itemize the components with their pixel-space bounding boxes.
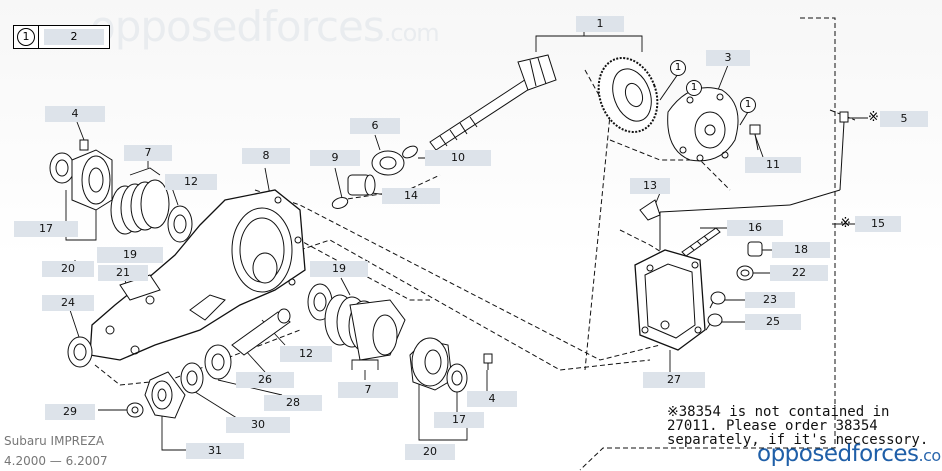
part-callout-10[interactable]: 10 — [425, 150, 491, 166]
differential-case — [667, 87, 739, 162]
part-callout-27[interactable]: 27 — [643, 372, 705, 388]
part-callout-26[interactable]: 26 — [236, 372, 294, 388]
part-callout-3[interactable]: 3 — [706, 50, 750, 66]
vehicle-years: 4.2000 — 6.2007 — [4, 454, 108, 468]
spacer-26 — [231, 308, 291, 356]
asterisk-mark: ※ — [840, 216, 851, 231]
asterisk-mark: ※ — [868, 110, 879, 125]
part-callout-7[interactable]: 7 — [338, 382, 398, 398]
part-callout-12[interactable]: 12 — [280, 346, 332, 362]
legend-box: 1 2 — [13, 25, 110, 49]
shims-left — [110, 179, 170, 235]
legend-divider — [38, 26, 39, 48]
watermark-bottom: opposedforces.com — [757, 441, 942, 467]
part-callout-19[interactable]: 19 — [97, 247, 163, 263]
bolt-25 — [705, 313, 723, 331]
part-callout-14[interactable]: 14 — [382, 188, 440, 204]
part-callout-21[interactable]: 21 — [98, 265, 148, 281]
breather-16 — [681, 227, 721, 257]
shims-right — [324, 294, 406, 361]
part-callout-12[interactable]: 12 — [165, 174, 217, 190]
bearing-14 — [347, 174, 376, 196]
part-callout-4[interactable]: 4 — [467, 391, 517, 407]
bearing-30 — [180, 362, 204, 394]
part-callout-22[interactable]: 22 — [770, 265, 828, 281]
side-retainer-left — [49, 139, 113, 211]
flange-31 — [144, 371, 186, 419]
part-callout-15[interactable]: 15 — [855, 216, 901, 232]
sensor-5 — [659, 111, 849, 250]
part-callout-30[interactable]: 30 — [226, 417, 290, 433]
part-callout-18[interactable]: 18 — [772, 242, 830, 258]
bolt-23 — [709, 291, 726, 309]
part-callout-17[interactable]: 17 — [14, 221, 78, 237]
part-callout-29[interactable]: 29 — [45, 404, 95, 420]
differential-housing — [89, 189, 306, 361]
part-callout-5[interactable]: 5 — [880, 111, 928, 127]
circle-marker: 1 — [686, 80, 702, 96]
part-callout-4[interactable]: 4 — [45, 106, 105, 122]
part-callout-24[interactable]: 24 — [42, 295, 94, 311]
bearing-12-left — [167, 205, 193, 243]
availability-note: ※38354 is not contained in 27011. Please… — [667, 404, 929, 448]
circle-marker: 1 — [740, 97, 756, 113]
drive-pinion-shaft — [429, 54, 557, 151]
bearing-6 — [371, 150, 405, 176]
part-callout-7[interactable]: 7 — [124, 145, 172, 161]
plug-18 — [747, 241, 763, 257]
plug-22 — [736, 265, 754, 281]
part-callout-6[interactable]: 6 — [350, 118, 400, 134]
part-callout-13[interactable]: 13 — [630, 178, 670, 194]
crown-gear — [597, 57, 659, 133]
part-callout-1[interactable]: 1 — [576, 16, 624, 32]
vehicle-model: Subaru IMPREZA — [4, 434, 105, 448]
watermark-top: opposedforces.com — [90, 2, 440, 51]
nut-29 — [126, 402, 144, 418]
part-callout-17[interactable]: 17 — [434, 412, 484, 428]
part-callout-8[interactable]: 8 — [242, 148, 290, 164]
part-callout-20[interactable]: 20 — [42, 261, 94, 277]
part-callout-9[interactable]: 9 — [310, 150, 360, 166]
part-callout-25[interactable]: 25 — [745, 314, 801, 330]
part-callout-16[interactable]: 16 — [727, 220, 783, 236]
oil-seal-24 — [67, 336, 93, 368]
part-callout-31[interactable]: 31 — [186, 443, 244, 459]
legend-part-number: 2 — [44, 29, 104, 45]
legend-circle-symbol: 1 — [17, 28, 35, 46]
bolt-11 — [749, 124, 761, 151]
circle-marker: 1 — [670, 60, 686, 76]
side-retainer-right — [409, 337, 493, 393]
part-callout-11[interactable]: 11 — [745, 157, 801, 173]
rear-cover-27 — [634, 199, 706, 351]
part-callout-28[interactable]: 28 — [264, 395, 322, 411]
bearing-28 — [204, 344, 232, 380]
part-callout-20[interactable]: 20 — [405, 444, 455, 460]
part-callout-23[interactable]: 23 — [745, 292, 795, 308]
part-callout-19[interactable]: 19 — [310, 261, 368, 277]
